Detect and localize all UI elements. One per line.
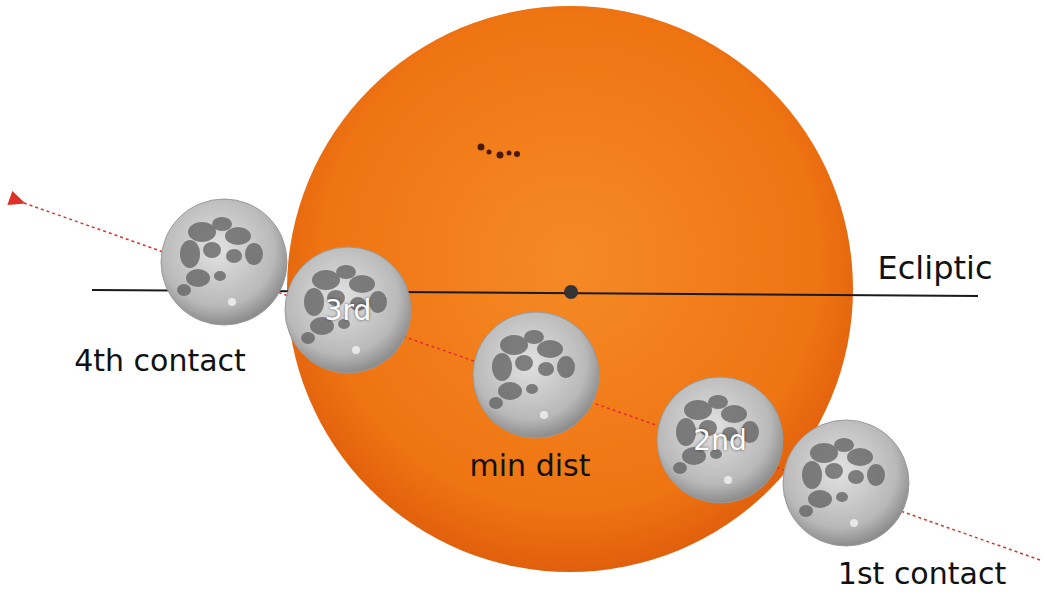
moon-disc: 3rd xyxy=(285,247,411,373)
contact-label: min dist xyxy=(470,449,591,484)
contact-label: 4th contact xyxy=(74,344,246,379)
moon-disc: 2nd xyxy=(657,377,783,503)
contact-number: 3rd xyxy=(325,294,372,327)
contact-number: 2nd xyxy=(693,424,746,457)
ecliptic-label: Ecliptic xyxy=(878,250,993,287)
contact-label: 1st contact xyxy=(838,557,1006,592)
